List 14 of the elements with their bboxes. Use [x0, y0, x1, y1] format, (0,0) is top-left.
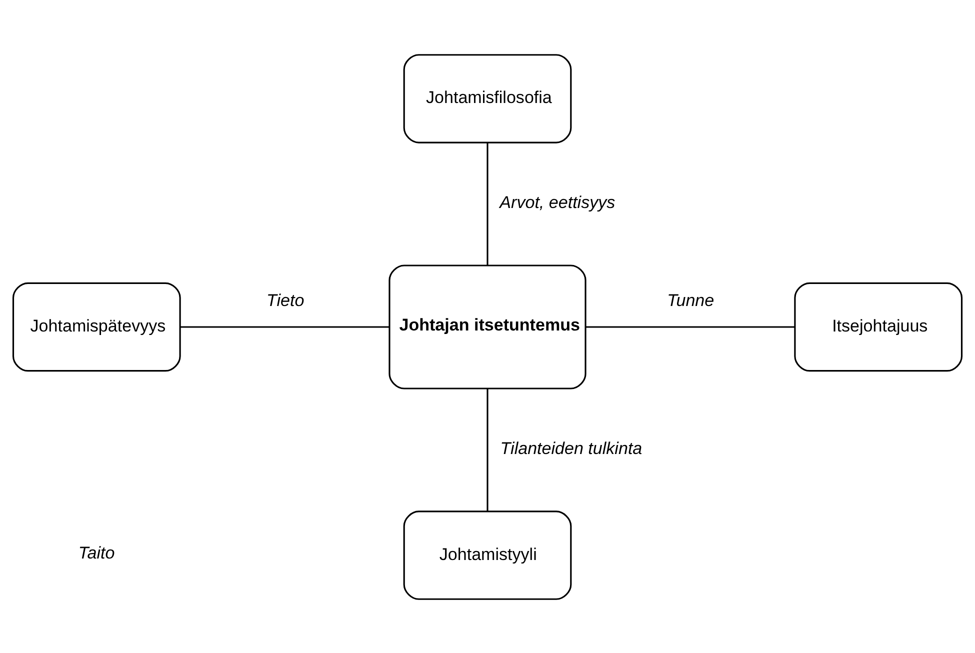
node-box: Johtamispätevyys [12, 282, 181, 372]
node-box: Itsejohtajuus [794, 282, 963, 372]
edge-label: Tunne [667, 290, 714, 310]
connector [486, 142, 488, 265]
edge-label: Tieto [266, 290, 304, 310]
node-box: Johtajan itsetuntemus [388, 264, 586, 389]
connector [180, 326, 390, 328]
node-box: Johtamisfilosofia [403, 54, 572, 143]
connector [586, 326, 795, 328]
edge-label: Tilanteiden tulkinta [500, 438, 642, 458]
edge-label: Arvot, eettisyys [500, 192, 616, 212]
label: Taito [78, 543, 115, 562]
connector [486, 388, 488, 511]
node-box: Johtamistyyli [403, 510, 572, 600]
